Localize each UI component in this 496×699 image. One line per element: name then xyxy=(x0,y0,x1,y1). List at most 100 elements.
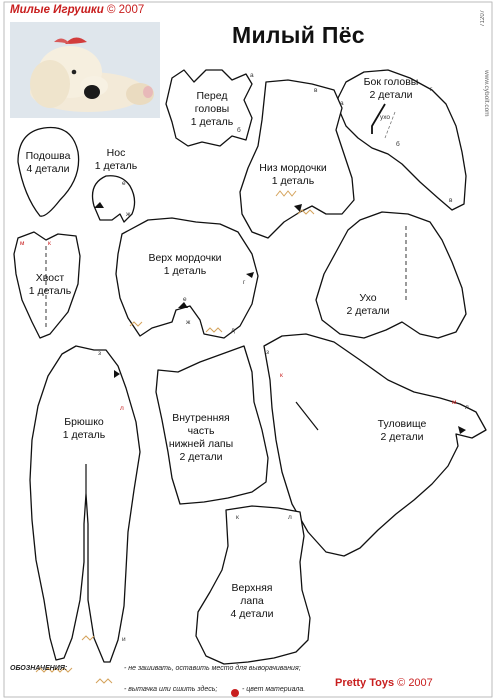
pattern-code: 71207 xyxy=(480,10,486,27)
mark-e-nose: е xyxy=(122,180,126,187)
mark-k-body: к xyxy=(280,372,283,379)
legend-item-dart: - вытачка или сшить здесь; xyxy=(124,686,218,693)
label-muzzle-top-line2: 1 деталь xyxy=(163,265,207,277)
dog-photo-illustration xyxy=(10,22,160,118)
mark-ear-position: ухо xyxy=(380,114,391,121)
mark-zh-muzzle-top: ж xyxy=(186,319,191,326)
label-inner-leg-line3: нижней лапы xyxy=(168,438,234,450)
label-upper-leg: Верхняя лапа 4 детали xyxy=(231,582,274,621)
notch-body xyxy=(458,426,466,434)
piece-ear xyxy=(315,211,467,339)
label-belly: Брюшко 1 деталь xyxy=(63,416,106,442)
mark-g-muzzle-top: г xyxy=(243,279,246,286)
piece-head-side xyxy=(337,69,467,211)
mark-i-belly: и xyxy=(122,636,126,643)
piece-sole xyxy=(17,126,80,217)
piece-inner-leg xyxy=(155,345,269,505)
label-inner-leg-line1: Внутренняя xyxy=(172,412,230,424)
opening-marks xyxy=(35,190,315,684)
notch-marks xyxy=(94,202,466,434)
mark-k-upper-leg: к xyxy=(236,514,239,521)
legend-item-opening: - не зашивать, оставить место для вывора… xyxy=(124,665,301,672)
label-inner-leg: Внутренняя часть нижней лапы 2 детали xyxy=(169,412,233,464)
mark-z-body: з xyxy=(266,349,269,356)
piece-tail xyxy=(13,231,81,339)
opening-mark-4 xyxy=(129,321,143,327)
piece-body xyxy=(263,333,487,557)
notch-nose xyxy=(94,202,104,208)
toy-photo xyxy=(10,22,160,118)
mark-m-body: м xyxy=(452,399,457,406)
mark-zh-nose: ж xyxy=(126,211,131,218)
legend-item-color: - цвет материала. xyxy=(242,686,306,693)
mark-d-muzzle-top: д xyxy=(231,327,235,334)
label-muzzle-top-line1: Верх мордочки xyxy=(148,252,222,264)
notch-muzzle-bottom xyxy=(294,204,302,212)
label-head-front-line1: Перед xyxy=(196,90,228,102)
notch-muzzle-top-g xyxy=(246,272,254,278)
sheet-frame xyxy=(3,1,493,698)
label-ear-line1: Ухо xyxy=(359,292,377,304)
brand-title: Милые Игрушки xyxy=(10,4,104,16)
site-url: www.cybolt.com xyxy=(483,70,490,117)
label-head-front-line3: 1 деталь xyxy=(190,116,234,128)
label-ear: Ухо 2 детали xyxy=(347,292,390,318)
label-body-line2: 2 детали xyxy=(380,431,424,443)
label-nose-line1: Нос xyxy=(106,147,126,159)
label-nose: Нос 1 деталь xyxy=(95,147,138,173)
mark-z-belly: з xyxy=(98,350,101,357)
piece-nose xyxy=(91,175,136,223)
label-head-side-line1: Бок головы xyxy=(363,76,419,88)
label-tail-line2: 1 деталь xyxy=(28,285,72,297)
piece-head-front xyxy=(165,69,253,147)
label-belly-line1: Брюшко xyxy=(64,416,104,428)
mark-l-belly: л xyxy=(120,405,124,412)
fold-lines xyxy=(45,226,407,330)
mark-e-muzzle-top: е xyxy=(183,296,187,303)
piece-upper-leg xyxy=(195,505,311,665)
label-upper-leg-line1: Верхняя xyxy=(231,582,273,594)
mark-g-head-side: г xyxy=(430,86,433,93)
opening-mark-2 xyxy=(297,209,315,215)
piece-muzzle-bottom xyxy=(239,79,355,239)
label-nose-line2: 1 деталь xyxy=(94,160,138,172)
label-head-side: Бок головы 2 детали xyxy=(364,76,419,102)
label-head-front: Перед головы 1 деталь xyxy=(191,90,234,129)
label-ear-line2: 2 детали xyxy=(346,305,390,317)
label-head-front-line2: головы xyxy=(194,103,230,115)
label-sole: Подошва 4 детали xyxy=(26,150,71,176)
body-dart xyxy=(295,401,319,431)
legend-opening-sample xyxy=(35,667,73,673)
label-body: Туловище 2 детали xyxy=(378,418,427,444)
label-body-line1: Туловище xyxy=(377,418,427,430)
piece-belly xyxy=(29,345,141,663)
footer-brand-name: Pretty Toys xyxy=(335,677,395,689)
mark-v-muzzle-bottom: в xyxy=(314,87,318,94)
mark-b-head-side: б xyxy=(396,141,400,148)
label-tail: Хвост 1 деталь xyxy=(29,272,72,298)
mark-b-head-front: б xyxy=(237,127,241,134)
brand-year: © 2007 xyxy=(106,4,145,16)
brand-header: Милые Игрушки © 2007 xyxy=(10,4,144,16)
mark-v-head-side: в xyxy=(449,197,453,204)
footer-brand: Pretty Toys © 2007 xyxy=(335,677,433,689)
mark-a-head-front: а xyxy=(250,72,254,79)
piece-muzzle-top xyxy=(115,217,259,339)
label-inner-leg-line4: 2 детали xyxy=(179,451,223,463)
head-side-dart xyxy=(371,103,386,134)
label-inner-leg-line2: часть xyxy=(187,425,215,437)
notch-belly xyxy=(114,370,120,378)
mark-l-body: л xyxy=(465,404,469,411)
footer-year: © 2007 xyxy=(397,677,433,689)
label-muzzle-bottom-line1: Низ мордочки xyxy=(259,162,327,174)
opening-mark-5 xyxy=(81,635,95,641)
label-sole-line2: 4 детали xyxy=(26,163,70,175)
label-belly-line2: 1 деталь xyxy=(62,429,106,441)
mark-l-upper-leg: л xyxy=(288,514,292,521)
mark-k-tail: к xyxy=(48,240,51,247)
label-tail-line1: Хвост xyxy=(35,272,65,284)
label-upper-leg-line3: 4 детали xyxy=(230,608,274,620)
label-head-side-line2: 2 детали xyxy=(369,89,413,101)
